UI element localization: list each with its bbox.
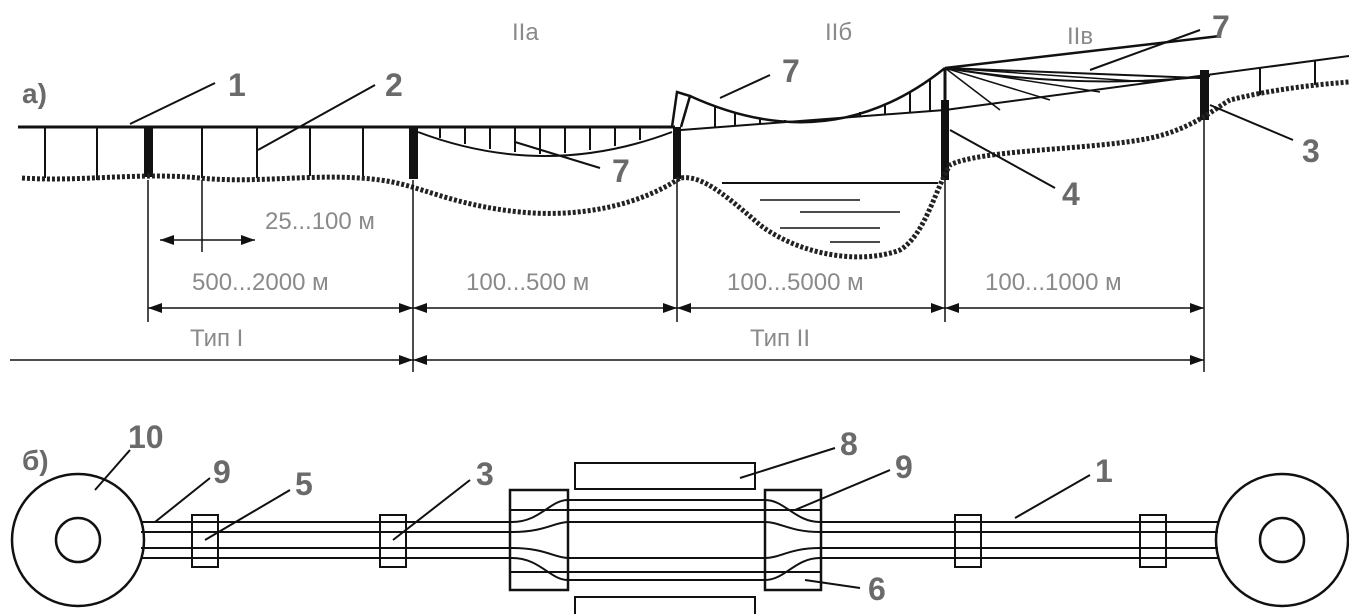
zone-IIa: IIа — [512, 19, 539, 46]
zone-IIc: IIв — [1067, 23, 1093, 50]
transition-pole — [673, 127, 681, 179]
profile-view: а) — [10, 9, 1349, 372]
substation-left — [10, 472, 146, 608]
callout-3: 3 — [476, 456, 494, 492]
callout-7: 7 — [612, 153, 630, 189]
dim-type2: Тип II — [750, 325, 810, 352]
callout-10: 10 — [128, 419, 164, 455]
callout-9: 9 — [895, 449, 913, 485]
span-IIb — [680, 67, 946, 131]
callout-2: 2 — [385, 67, 403, 103]
ground-profile — [21, 79, 1349, 260]
dim-IIb-len: 100...5000 м — [727, 269, 864, 296]
callout-7: 7 — [782, 53, 800, 89]
anchor-pole — [409, 127, 418, 179]
intermediate-poles — [44, 127, 364, 180]
substation-right — [1214, 472, 1349, 608]
callouts-b: 10 9 5 3 8 9 1 6 — [94, 419, 1113, 607]
line-corridor-left — [141, 521, 512, 559]
callout-1: 1 — [1095, 453, 1113, 489]
dim-type1: Тип I — [190, 325, 243, 352]
dim-IIc-len: 100...1000 м — [985, 269, 1122, 296]
pole-block — [191, 514, 219, 568]
plan-view: б) — [10, 419, 1349, 614]
foundation-block-bottom — [574, 596, 756, 614]
anchor-pole — [1200, 70, 1209, 120]
pole-block — [379, 514, 407, 568]
callout-8: 8 — [840, 426, 858, 462]
part-a-label: а) — [22, 78, 47, 109]
callout-6: 6 — [868, 571, 886, 607]
water-body — [722, 182, 938, 243]
callout-7: 7 — [1212, 9, 1230, 45]
foundation-block-top — [574, 462, 756, 490]
span-IIc — [944, 34, 1349, 111]
callout-3: 3 — [1302, 133, 1320, 169]
dim-IIa-len: 100...500 м — [466, 269, 589, 296]
callout-5: 5 — [295, 466, 313, 502]
pole-block — [954, 514, 982, 568]
dim-span: 25...100 м — [265, 208, 375, 235]
crossing-section — [508, 462, 823, 614]
zone-IIb: IIб — [825, 19, 852, 46]
pole-block — [1139, 514, 1167, 568]
callouts-a: 1 2 7 7 7 4 3 — [129, 9, 1320, 212]
part-b-label: б) — [22, 445, 49, 476]
anchor-pole — [144, 127, 153, 177]
dimension-lines: 25...100 м 500...2000 м 100...500 м 100.… — [10, 120, 1205, 372]
callout-1: 1 — [228, 67, 246, 103]
dim-type1-len: 500...2000 м — [192, 269, 329, 296]
callout-9: 9 — [213, 454, 231, 490]
intermediate-poles-right — [1259, 60, 1316, 95]
line-corridor-right — [820, 521, 1218, 559]
tall-tower — [670, 90, 692, 128]
callout-4: 4 — [1062, 176, 1080, 212]
